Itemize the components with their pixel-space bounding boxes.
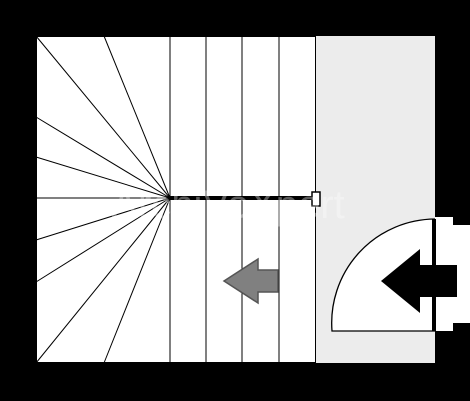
door-jamb-lower <box>453 323 470 331</box>
winder-tread-line <box>35 116 171 199</box>
wall-right-upper <box>435 0 470 217</box>
winder-tread-line <box>35 197 171 241</box>
winder-tread-line <box>35 35 171 199</box>
winder-tread-line <box>35 156 171 199</box>
left-arrow-icon <box>222 257 279 305</box>
wall-top <box>0 0 470 36</box>
winder-tread-line <box>103 197 171 364</box>
winder-tread-line <box>35 197 171 364</box>
winder-tread-line <box>103 35 171 199</box>
stringer-newel <box>311 191 321 207</box>
left-arrow-icon <box>381 249 457 313</box>
wall-right-lower <box>435 331 470 401</box>
entry-direction-arrow <box>381 249 457 313</box>
watermark-text: ArchiVoXpert <box>111 183 344 227</box>
wall-left <box>0 0 36 401</box>
stair-direction-arrow <box>222 257 279 305</box>
winder-tread-line <box>35 197 171 283</box>
door-jamb-upper <box>453 217 470 225</box>
wall-bottom <box>0 363 470 401</box>
stair-outline <box>36 36 321 363</box>
winder-treads <box>35 35 171 364</box>
